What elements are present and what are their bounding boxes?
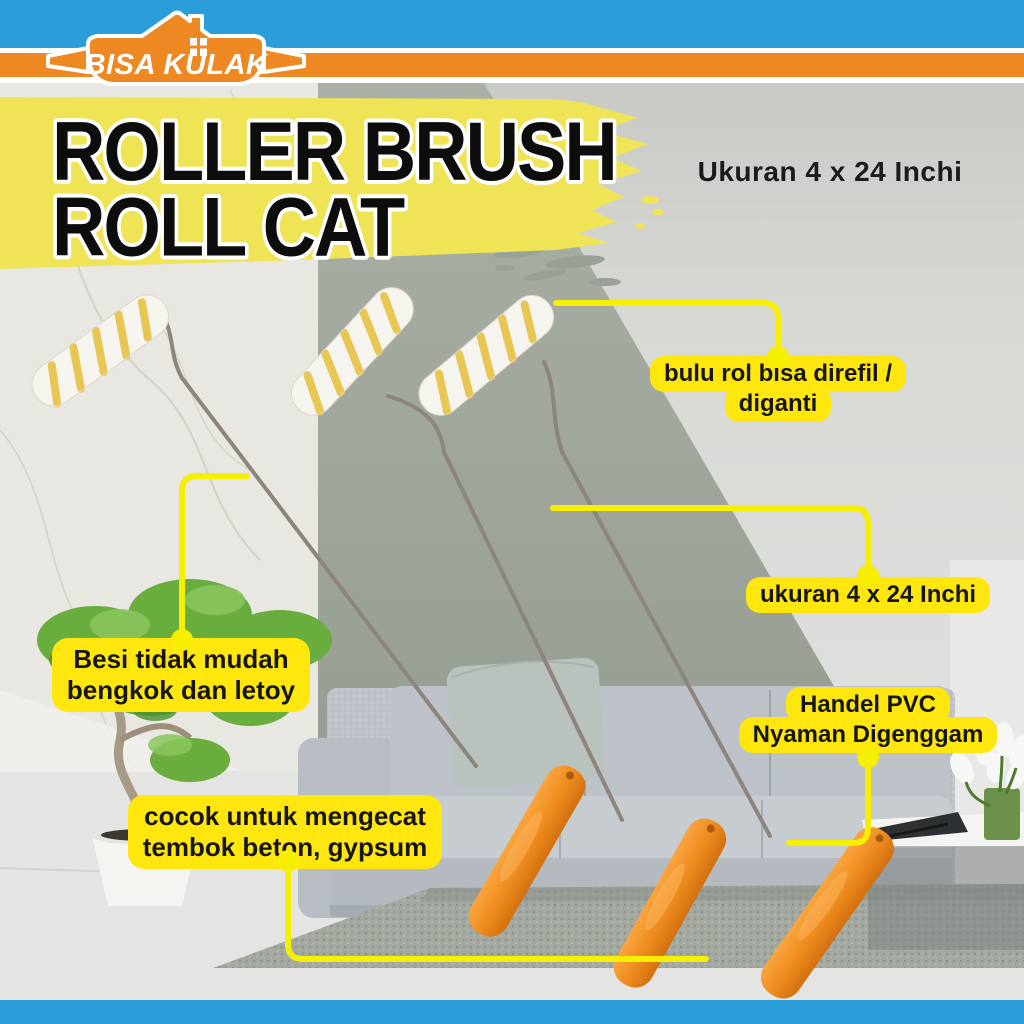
logo-right-wing	[262, 46, 306, 74]
title-flecks	[635, 196, 664, 229]
callout-usage-line2: tembok beton, gypsum	[142, 832, 428, 862]
callout-size-line1: ukuran 4 x 24 Inchi	[745, 577, 991, 613]
title-brush-stroke	[0, 97, 648, 269]
size-note: Ukuran 4 x 24 Inchi	[697, 156, 963, 187]
side-table	[862, 812, 1024, 950]
callout-steel-line2: bengkok dan letoy	[66, 675, 296, 705]
callout-refill-line2: diganti	[724, 386, 832, 422]
callout-steel: Besi tidak mudah bengkok dan letoy	[41, 638, 321, 712]
roller1-sleeve	[31, 294, 170, 408]
roller3-handle	[760, 827, 894, 999]
sofa-pillow	[446, 657, 606, 789]
roller2-wire	[386, 394, 624, 822]
roller3-wire	[542, 360, 772, 838]
flower-vase	[950, 722, 1024, 840]
callout-usage-line1: cocok untuk mengecat	[144, 801, 426, 831]
bottom-blue-band	[0, 1000, 1024, 1024]
brand-logo: BISA KULAK	[46, 10, 306, 86]
callout-refill: bulu rol bisa direfil / diganti	[618, 356, 938, 422]
callout-size: ukuran 4 x 24 Inchi	[708, 577, 1024, 613]
title-line1: ROLLER BRUSH	[52, 105, 616, 198]
callout-handle: Handel PVC Nyaman Digenggam	[708, 687, 1024, 753]
wall-accent-shadow	[316, 83, 900, 800]
white-divider	[0, 48, 1024, 53]
callout-steel-line1: Besi tidak mudah	[73, 644, 289, 674]
white-divider	[0, 77, 1024, 83]
title-block: ROLLER BRUSH ROLL CAT	[0, 97, 664, 277]
skirting-line	[0, 867, 121, 873]
logo-left-wing	[46, 46, 90, 74]
logo-text: BISA KULAK	[85, 49, 269, 81]
callout-usage: cocok untuk mengecat tembok beton, gypsu…	[125, 795, 445, 869]
roller3-sleeve	[418, 294, 555, 416]
title-line2: ROLL CAT	[52, 180, 405, 273]
logo-window-icon	[190, 38, 207, 56]
callout-handle-line2: Nyaman Digenggam	[738, 717, 998, 753]
logo-house-banner	[86, 10, 266, 86]
roller2-sleeve	[290, 287, 414, 416]
